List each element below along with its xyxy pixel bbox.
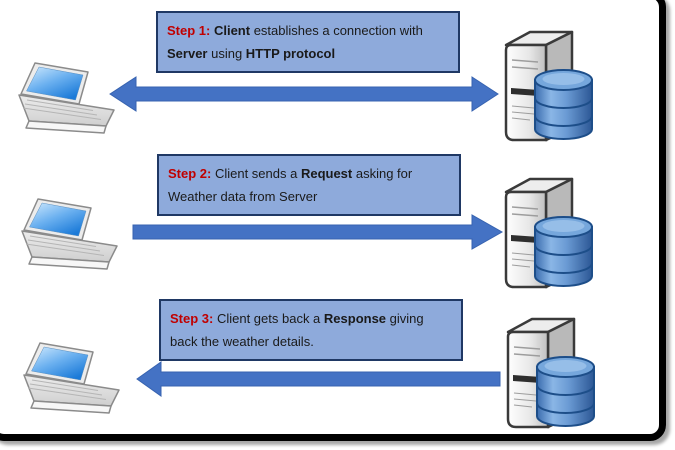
step-text-segment: Request <box>300 166 353 181</box>
client-laptop-icon <box>18 198 122 278</box>
step-text-segment: back the weather details. <box>170 334 314 349</box>
client-laptop-icon <box>15 62 119 142</box>
diagram-frame <box>0 0 666 441</box>
bidirectional-arrow-icon <box>109 76 499 112</box>
step-text-segment: Server <box>167 46 208 61</box>
step-2-box: Step 2: Client sends a Request asking fo… <box>157 154 461 216</box>
step-text-segment: Response <box>323 311 387 326</box>
server-database-icon <box>500 28 620 153</box>
server-database-icon <box>502 315 622 440</box>
step-text-segment: Client <box>213 23 251 38</box>
step-text-segment: using <box>207 46 246 61</box>
server-database-icon <box>500 175 620 300</box>
step-3-box: Step 3: Client gets back a Response givi… <box>159 299 463 361</box>
step-1-box: Step 1: Client establishes a connection … <box>156 11 460 73</box>
step-text-segment: Weather data from Server <box>168 189 318 204</box>
right-arrow-icon <box>132 214 504 250</box>
step-text-segment: Client gets back a <box>213 311 324 326</box>
step-text-segment: HTTP protocol <box>245 46 336 61</box>
left-arrow-icon <box>136 361 501 397</box>
step-text-segment: establishes a connection with <box>250 23 423 38</box>
client-laptop-icon <box>20 342 124 422</box>
step-text-segment: Step 1: <box>167 23 211 38</box>
step-text-segment: Step 2: <box>168 166 212 181</box>
step-text-segment: giving <box>386 311 424 326</box>
step-text-segment: Step 3: <box>170 311 214 326</box>
step-text-segment: asking for <box>352 166 413 181</box>
step-text-segment: Client sends a <box>211 166 301 181</box>
